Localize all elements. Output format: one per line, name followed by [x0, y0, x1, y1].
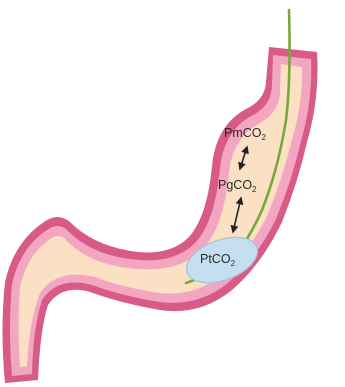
- label-tonometer-pco2: PtCO2: [200, 252, 236, 268]
- label-gastric-pco2-base: PgCO: [218, 178, 252, 192]
- label-gastric-pco2: PgCO2: [218, 178, 257, 194]
- label-tonometer-pco2-base: PtCO: [200, 252, 231, 266]
- label-tonometer-pco2-sub: 2: [231, 259, 236, 268]
- label-gastric-pco2-sub: 2: [252, 185, 257, 194]
- label-mucosal-pco2: PmCO2: [224, 126, 267, 142]
- label-mucosal-pco2-base: PmCO: [224, 126, 262, 140]
- label-mucosal-pco2-sub: 2: [262, 133, 267, 142]
